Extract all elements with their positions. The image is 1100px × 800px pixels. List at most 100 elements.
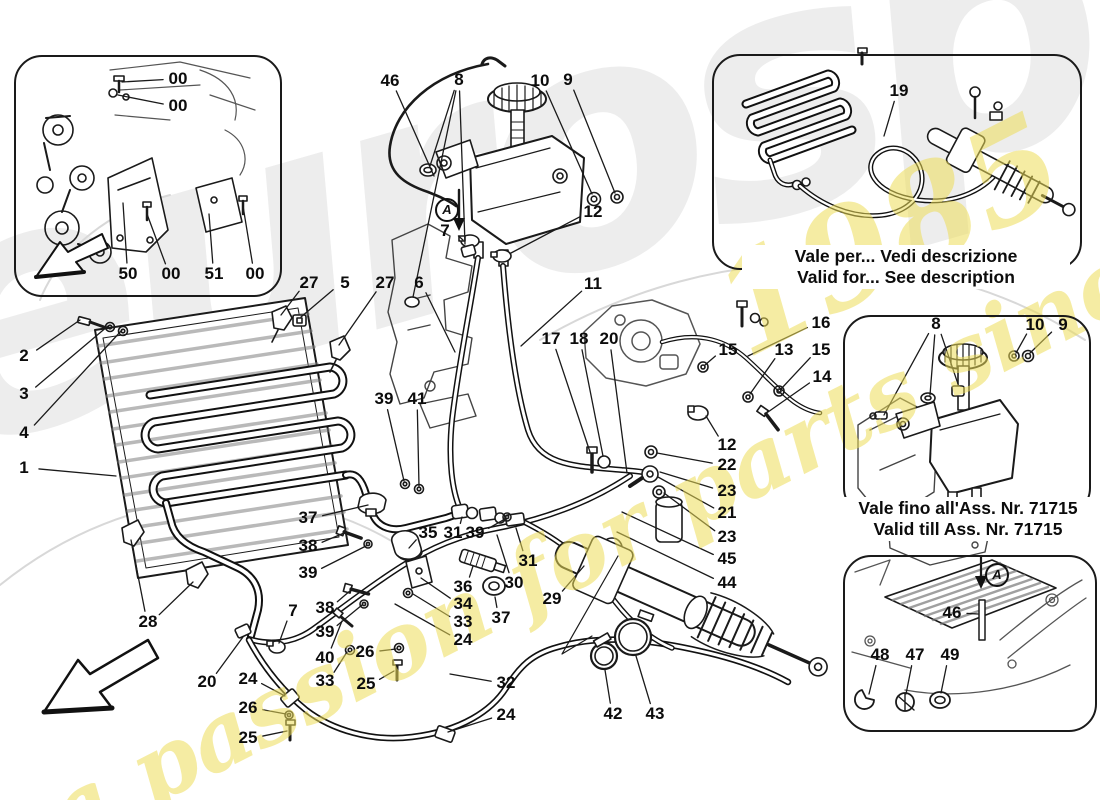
part-callout-8: 8 [931, 314, 941, 333]
part-callout-23: 23 [717, 481, 737, 500]
part-callout-24: 24 [496, 705, 516, 724]
part-callout-00: 00 [168, 69, 188, 88]
part-callout-10: 10 [1025, 315, 1045, 334]
part-callout-1: 1 [19, 458, 29, 477]
part-callout-18: 18 [569, 329, 589, 348]
part-callout-33: 33 [453, 612, 473, 631]
part-callout-21: 21 [717, 503, 737, 522]
part-callout-38: 38 [298, 536, 318, 555]
part-callout-00: 00 [161, 264, 181, 283]
part-callout-2: 2 [19, 346, 29, 365]
part-callout-29: 29 [542, 589, 562, 608]
caption-valid-for: Vale per... Vedi descrizione Valid for..… [742, 245, 1070, 289]
part-callout-37: 37 [491, 608, 511, 627]
part-callout-34: 34 [453, 594, 473, 613]
part-callout-44: 44 [717, 573, 737, 592]
union-fittings [234, 300, 785, 743]
part-callout-15: 15 [718, 340, 738, 359]
fluid-reservoir [388, 56, 624, 308]
part-callout-25: 25 [356, 674, 376, 693]
part-callout-16: 16 [811, 313, 831, 332]
part-callout-50: 50 [118, 264, 138, 283]
leader-lines [33, 78, 1053, 737]
serpentine-coil [140, 362, 466, 640]
part-callout-20: 20 [197, 672, 217, 691]
part-callout-17: 17 [541, 329, 561, 348]
bleed-pipe-46 [388, 62, 490, 208]
view-marker-a-underbody: A [985, 563, 1009, 587]
part-callout-20: 20 [599, 329, 619, 348]
part-callout-46: 46 [942, 603, 962, 622]
part-callout-23: 23 [717, 527, 737, 546]
part-callout-49: 49 [940, 645, 960, 664]
part-callout-26: 26 [355, 642, 375, 661]
inset-frame-engine [14, 55, 282, 297]
part-callout-37: 37 [298, 508, 318, 527]
part-callout-46: 46 [380, 71, 400, 90]
part-callout-15: 15 [811, 340, 831, 359]
part-callout-42: 42 [603, 704, 623, 723]
part-callout-4: 4 [19, 423, 29, 442]
part-callout-40: 40 [315, 648, 335, 667]
part-callout-14: 14 [812, 367, 832, 386]
part-callout-32: 32 [496, 673, 516, 692]
coil-19 [741, 47, 868, 191]
steering-rack [554, 496, 828, 677]
part-callout-24: 24 [453, 630, 473, 649]
part-callout-7: 7 [440, 221, 450, 240]
inset-reservoir-art [857, 343, 1035, 566]
caption-valid-for-it: Vale per... Vedi descrizione [794, 246, 1018, 266]
part-callout-12: 12 [717, 435, 737, 454]
part-callout-8: 8 [454, 70, 464, 89]
part-callout-51: 51 [204, 264, 224, 283]
view-arrow-a-main [453, 188, 465, 231]
caption-valid-for-en: Valid for... See description [797, 267, 1015, 287]
part-callout-31: 31 [443, 523, 463, 542]
part-callout-9: 9 [563, 70, 573, 89]
part-callout-41: 41 [407, 389, 427, 408]
view-marker-a-main: A [435, 198, 459, 222]
part-callout-10: 10 [530, 71, 550, 90]
part-callout-3: 3 [19, 384, 29, 403]
caption-valid-till: Vale fino all'Ass. Nr. 71715 Valid till … [804, 497, 1100, 541]
coil-brackets [76, 305, 351, 589]
part-callout-6: 6 [414, 273, 424, 292]
part-callout-31: 31 [518, 551, 538, 570]
part-callout-19: 19 [889, 81, 909, 100]
part-callout-00: 00 [245, 264, 265, 283]
part-callout-13: 13 [774, 340, 794, 359]
part-callout-33: 33 [315, 671, 335, 690]
part-callout-00: 00 [168, 96, 188, 115]
part-callout-5: 5 [340, 273, 350, 292]
part-callout-39: 39 [374, 389, 394, 408]
caption-valid-till-en: Valid till Ass. Nr. 71715 [873, 519, 1063, 539]
part-callout-26: 26 [238, 698, 258, 717]
rack-inset [926, 127, 1076, 217]
part-callout-27: 27 [375, 273, 395, 292]
part-callout-30: 30 [504, 573, 524, 592]
inset-valid-for-art [741, 47, 1076, 219]
part-callout-7: 7 [288, 601, 298, 620]
part-callout-43: 43 [645, 704, 665, 723]
part-callout-24: 24 [238, 669, 258, 688]
part-callout-45: 45 [717, 549, 737, 568]
part-callout-9: 9 [1058, 315, 1068, 334]
part-callout-25: 25 [238, 728, 258, 747]
inset-frame-valid-till [843, 315, 1091, 516]
direction-arrow [41, 638, 160, 715]
part-callout-22: 22 [717, 455, 737, 474]
part-callout-36: 36 [453, 577, 473, 596]
part-callout-48: 48 [870, 645, 890, 664]
part-callout-39: 39 [465, 523, 485, 542]
inset-frame-underbody [843, 555, 1097, 732]
part-callout-27: 27 [299, 273, 319, 292]
part-callout-38: 38 [315, 598, 335, 617]
part-callout-12: 12 [583, 202, 603, 221]
part-callout-35: 35 [418, 523, 438, 542]
caption-valid-till-it: Vale fino all'Ass. Nr. 71715 [858, 498, 1078, 518]
part-callout-39: 39 [298, 563, 318, 582]
hose-clamp-43 [613, 617, 653, 657]
part-callout-28: 28 [138, 612, 158, 631]
